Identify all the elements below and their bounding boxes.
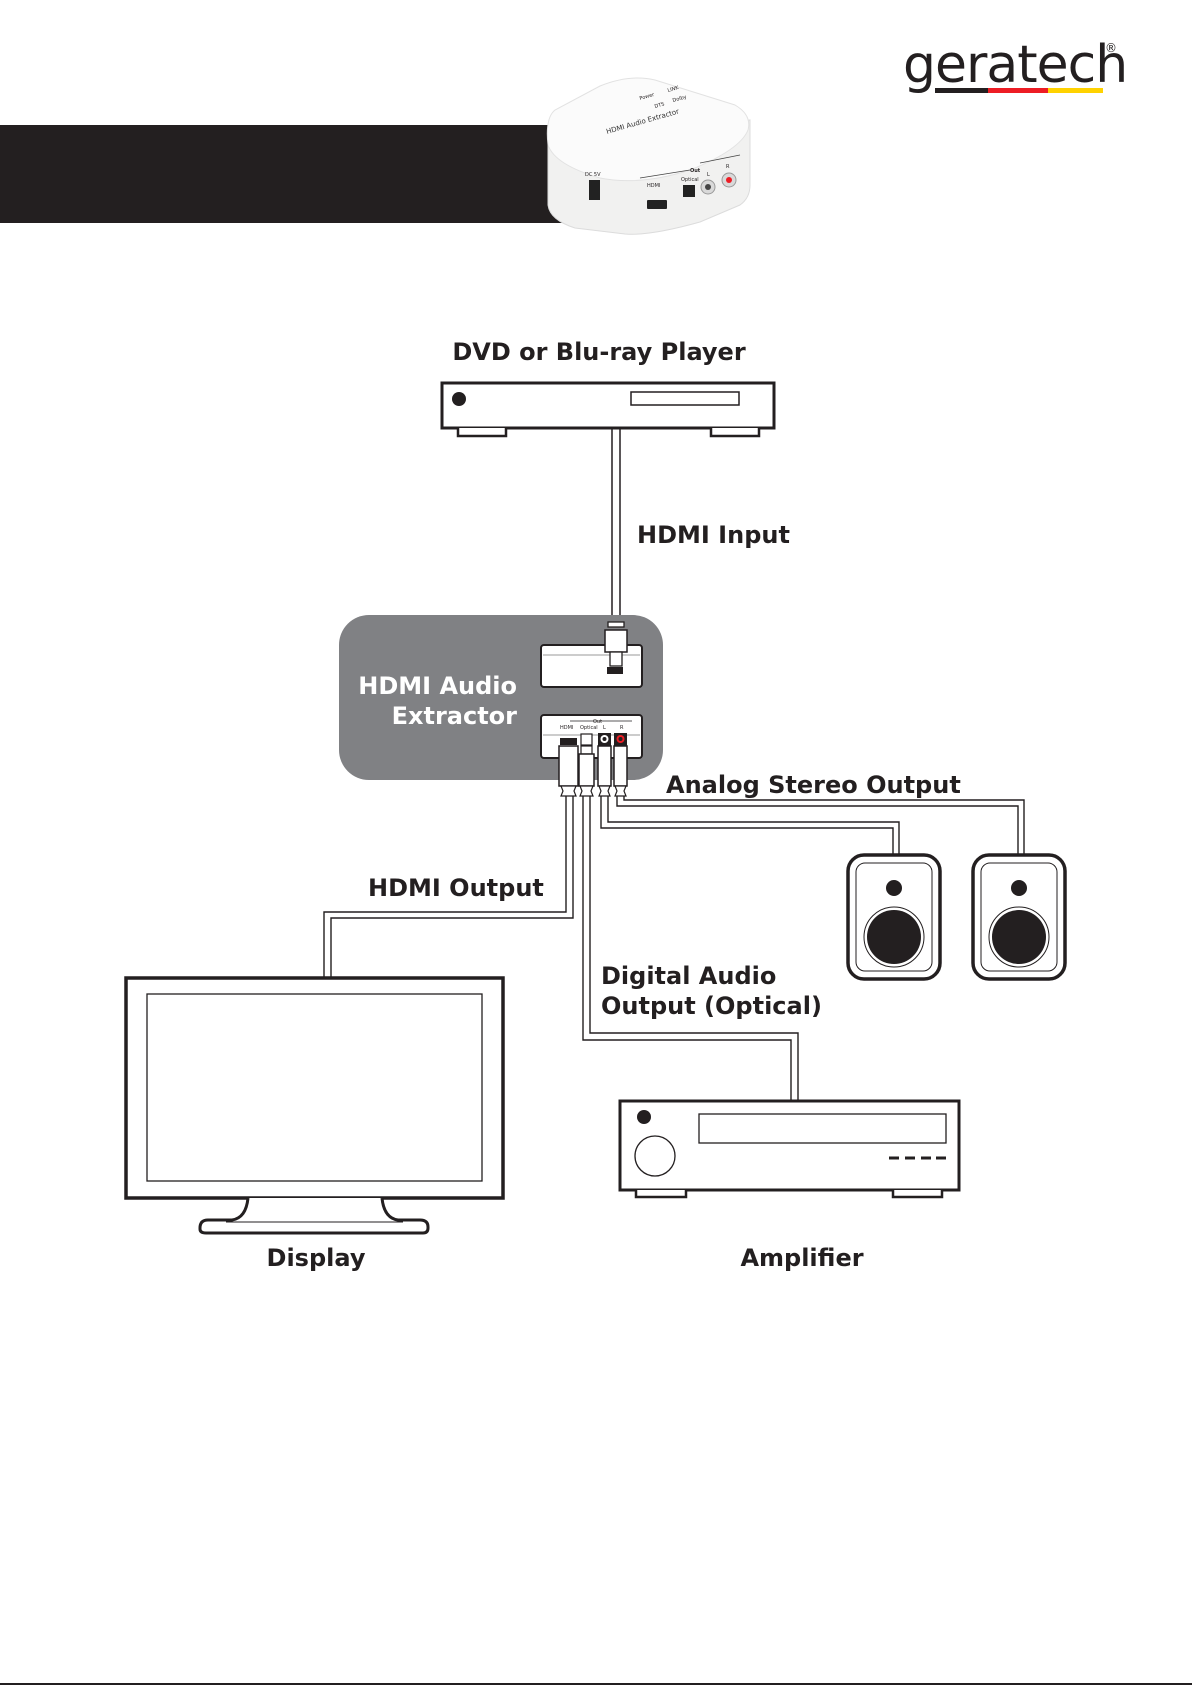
optical-out-port-label: Optical — [580, 725, 598, 731]
logo-registered-mark: ® — [1105, 41, 1117, 55]
rca-left-plug-icon — [598, 746, 611, 786]
hdmi-out-plug-icon — [559, 746, 578, 786]
extractor-label-line2: Extractor — [392, 702, 518, 730]
header-banner — [0, 125, 610, 223]
hdmi-input-label: HDMI Input — [637, 521, 790, 549]
digital-audio-output-label-line1: Digital Audio — [601, 962, 776, 990]
rca-left-port-icon — [705, 184, 711, 190]
hdmi-port-icon — [647, 200, 667, 209]
display-label: Display — [267, 1244, 366, 1272]
extractor-label-line1: HDMI Audio — [358, 672, 517, 700]
hdmi-input-cable — [612, 429, 620, 622]
rca-right-plug-icon — [614, 746, 627, 786]
hdmi-in-port-icon — [607, 667, 623, 674]
rca-left-cable — [601, 796, 899, 855]
hdmi-out-port-label: HDMI — [560, 725, 573, 731]
hdmi-out-port-icon — [560, 738, 577, 745]
out-label: Out — [690, 168, 701, 174]
amplifier-label: Amplifier — [740, 1244, 863, 1272]
optical-port-label: Optical — [681, 177, 699, 183]
dc-label: DC 5V — [585, 172, 601, 178]
dvd-player-label: DVD or Blu-ray Player — [452, 338, 746, 366]
logo-stripe-red — [988, 88, 1048, 93]
hdmi-in-plug-icon — [605, 630, 627, 652]
speaker-right-icon — [973, 855, 1065, 979]
optical-output-cable — [583, 796, 798, 1101]
l-out-port-label: L — [603, 725, 606, 731]
logo-text: geratech — [903, 35, 1127, 95]
rca-right-cable — [617, 796, 1024, 855]
hdmi-audio-extractor: HDMI Audio Extractor Out HDMI Optical L … — [339, 615, 663, 796]
rca-right-out-port-icon — [619, 737, 623, 741]
l-port-label: L — [707, 172, 710, 178]
logo-stripe-black — [935, 88, 988, 93]
optical-out-plug-icon — [579, 754, 594, 786]
digital-audio-output-label-line2: Output (Optical) — [601, 992, 822, 1020]
hdmi-output-label: HDMI Output — [368, 874, 544, 902]
logo-stripe-yellow — [1048, 88, 1103, 93]
optical-out-port-icon — [581, 734, 592, 745]
r-port-label: R — [726, 164, 730, 170]
dc-jack-icon — [589, 180, 600, 200]
speaker-left-icon — [848, 855, 940, 979]
r-out-port-label: R — [620, 725, 624, 731]
analog-stereo-output-label: Analog Stereo Output — [666, 771, 961, 799]
rca-left-out-port-icon — [603, 737, 607, 741]
hdmi-port-label: HDMI — [647, 183, 660, 189]
amplifier-icon — [620, 1101, 959, 1197]
logo: geratech ® — [903, 35, 1127, 95]
rca-right-port-icon — [726, 177, 732, 183]
dvd-player-icon — [442, 383, 774, 436]
optical-port-icon — [683, 185, 695, 197]
display-icon — [126, 978, 503, 1233]
product-photo: HDMI Audio Extractor Power LINK DTS Dolb… — [547, 78, 750, 234]
